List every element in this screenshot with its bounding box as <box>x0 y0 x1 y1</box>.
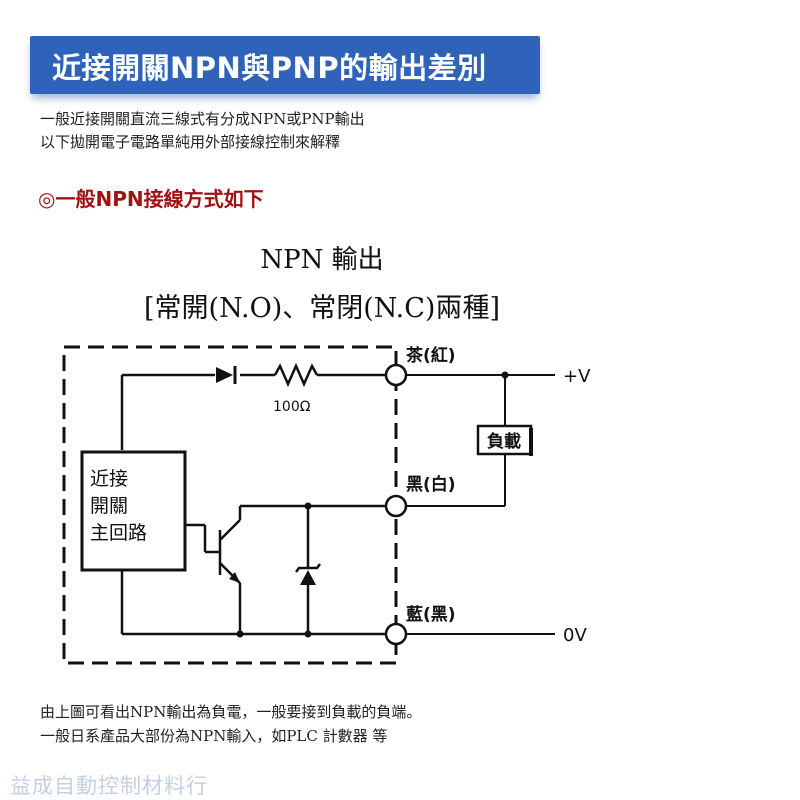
block-label-line-2: 開關 <box>90 495 128 517</box>
block-label-line-3: 主回路 <box>90 522 147 544</box>
page-title: 近接開關NPN與PNP的輸出差別 <box>52 51 487 85</box>
wire-label-brown: 茶(紅) <box>406 345 456 366</box>
intro-line-2: 以下拋開電子電路單純用外部接線控制來解釋 <box>40 133 341 151</box>
watermark: 益成自動控制材料行 <box>10 774 208 798</box>
section-heading: ◎一般NPN接線方式如下 <box>38 187 264 211</box>
title-banner: 近接開關NPN與PNP的輸出差別 <box>30 36 540 94</box>
zener-diode-icon <box>295 563 321 585</box>
intro-paragraph: 一般近接開關直流三線式有分成NPN或PNP輸出 以下拋開電子電路單純用外部接線控… <box>40 108 365 154</box>
external-wiring <box>406 374 555 635</box>
internal-wiring <box>120 362 387 636</box>
diagram-title: NPN 輸出 <box>260 245 383 275</box>
main-circuit-block <box>80 450 187 572</box>
diode-icon <box>216 366 237 384</box>
block-label-line-1: 近接 <box>90 468 128 490</box>
intro-line-1: 一般近接開關直流三線式有分成NPN或PNP輸出 <box>40 110 365 128</box>
footer-line-2: 一般日系產品大部份為NPN輸入，如PLC 計數器 等 <box>40 727 388 745</box>
terminals <box>384 363 408 646</box>
wire-label-black: 黑(白) <box>406 474 456 495</box>
resistor-label: 100Ω <box>273 399 311 415</box>
supply-positive-label: +V <box>563 366 591 387</box>
transistor-icon <box>229 572 240 583</box>
diagram-subtitle: [常開(N.O)、常閉(N.C)兩種] <box>144 293 500 324</box>
wire-label-blue: 藍(黑) <box>406 604 456 625</box>
supply-zero-label: 0V <box>563 625 587 646</box>
footer-line-1: 由上圖可看出NPN輸出為負電，一般要接到負載的負端。 <box>40 703 422 721</box>
load-label: 負載 <box>487 431 521 452</box>
footer-paragraph: 由上圖可看出NPN輸出為負電，一般要接到負載的負端。 一般日系產品大部份為NPN… <box>40 700 421 748</box>
